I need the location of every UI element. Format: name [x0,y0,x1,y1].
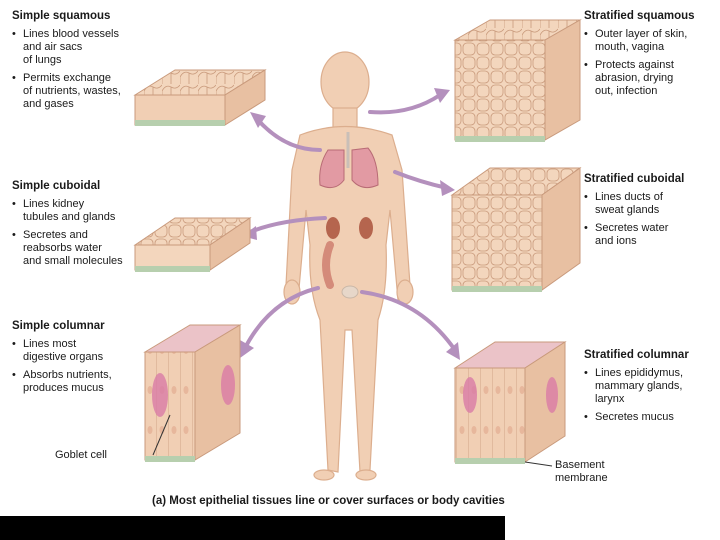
bullet: Secretes and reabsorbs water and small m… [12,229,140,268]
bullet-line: Absorbs nutrients, [23,369,112,381]
bullet: Lines kidney tubules and glands [12,198,140,224]
arrow-simple-squamous [256,118,322,152]
panel-simple-cuboidal: Simple cuboidal Lines kidney tubules and… [12,180,140,273]
title-simple-cuboidal: Simple cuboidal [12,180,101,192]
goblet-cell [152,373,168,417]
bullet-line: sweat glands [595,204,660,216]
simple-squamous-tissue [133,69,267,126]
bullet-line: Permits exchange [23,72,112,84]
title-simple-squamous: Simple squamous [12,10,111,22]
simple-cuboidal-tissue [133,217,252,272]
bullet: Lines blood vessels and air sacs of lung… [12,28,140,67]
bullet-line: produces mucus [23,382,104,394]
simple-columnar-tissue [143,324,242,462]
title-stratified-cuboidal: Stratified cuboidal [584,173,685,185]
bullet-line: Secretes mucus [595,411,674,423]
label-basement-membrane: Basement membrane [555,459,608,485]
bullet-line: mammary glands, [595,380,683,392]
bullet-line: Lines blood vessels [23,28,120,40]
label-goblet-cell: Goblet cell [55,449,107,461]
arrow-simple-columnar [243,286,320,350]
title-stratified-squamous: Stratified squamous [584,10,695,22]
bullet-line: Lines most [23,338,77,350]
bullet-line: Secretes and [23,229,88,241]
bullet-line: Protects against [595,59,674,71]
panel-stratified-columnar: Stratified columnar Lines epididymus, ma… [584,349,716,429]
bullet-line: out, infection [595,85,658,97]
bullet-line: reabsorbs water [23,242,102,254]
arrow-stratified-squamous [368,93,442,115]
bullet: Secretes water and ions [584,222,716,248]
bullet-line: mouth, vagina [595,41,665,53]
bullet-line: tubules and glands [23,211,116,223]
bullet: Absorbs nutrients, produces mucus [12,369,140,395]
bullet-line: and ions [595,235,637,247]
figure-caption: (a) Most epithelial tissues line or cove… [152,495,505,507]
bullet-line: abrasion, drying [595,72,674,84]
bullet-line: and small molecules [23,255,123,267]
bullet-line: of nutrients, wastes, [23,85,121,97]
bullet-line: Lines kidney [23,198,85,210]
human-body-figure [283,51,414,481]
bullet: Secretes mucus [584,411,716,424]
title-simple-columnar: Simple columnar [12,320,105,332]
bullet: Lines ducts of sweat glands [584,191,716,217]
bullet-line: and air sacs [23,41,83,53]
bullet-line: Lines epididymus, [595,367,684,379]
stratified-squamous-tissue [453,19,582,142]
panel-stratified-cuboidal: Stratified cuboidal Lines ducts of sweat… [584,173,716,253]
bullet: Lines most digestive organs [12,338,140,364]
black-bar [0,516,505,540]
stratified-columnar-tissue [453,341,567,467]
arrowheads [240,88,460,360]
bullet-line: Outer layer of skin, [595,28,688,40]
panel-simple-squamous: Simple squamous Lines blood vessels and … [12,10,140,116]
bullet-line: digestive organs [23,351,104,363]
panel-simple-columnar: Simple columnar Lines most digestive org… [12,320,140,400]
label-basement-line1: Basement [555,459,605,471]
organs [319,132,379,299]
bullet: Outer layer of skin, mouth, vagina [584,28,716,54]
bullet-line: Secretes water [595,222,669,234]
title-stratified-columnar: Stratified columnar [584,349,689,361]
bullet: Protects against abrasion, drying out, i… [584,59,716,98]
arrow-stratified-columnar [360,290,457,352]
bullet-line: and gases [23,98,74,110]
panel-stratified-squamous: Stratified squamous Outer layer of skin,… [584,10,716,103]
bullet-line: Lines ducts of [595,191,663,203]
stratified-cuboidal-tissue [450,167,582,292]
label-basement-line2: membrane [555,472,608,484]
bullet: Permits exchange of nutrients, wastes, a… [12,72,140,111]
bullet: Lines epididymus, mammary glands, larynx [584,367,716,406]
bullet-line: larynx [595,393,625,405]
bullet-line: of lungs [23,54,62,66]
